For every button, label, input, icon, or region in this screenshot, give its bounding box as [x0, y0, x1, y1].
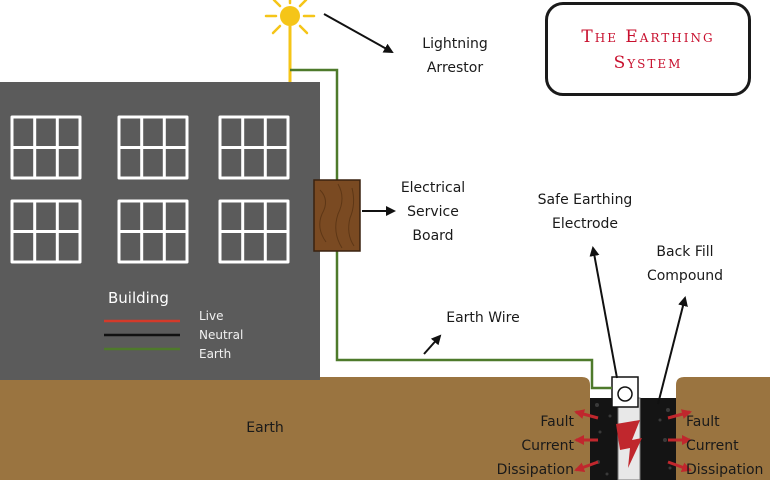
legend-label-neutral: Neutral: [199, 328, 244, 342]
arrow-lightning-arrestor: [323, 13, 394, 53]
label-fault-current-right: Fault Current Dissipation: [686, 414, 764, 478]
window: [117, 199, 189, 264]
earth-wire: [290, 68, 612, 390]
fault-current-arrows-right: [667, 409, 692, 472]
lightning-arrestor-head: [280, 6, 300, 26]
label-fault-current-left: Fault Current Dissipation: [496, 414, 574, 478]
building-windows: [10, 115, 290, 264]
electrode-head: [611, 376, 639, 408]
label-lightning-arrestor: Lightning Arrestor: [422, 36, 488, 76]
electrode-bolt-icon: [616, 420, 642, 468]
sun-icon: [264, 0, 316, 35]
window: [218, 199, 290, 264]
backfill-texture: [595, 403, 672, 476]
window: [10, 199, 82, 264]
fault-current-arrows-left: [574, 409, 599, 472]
label-electrical-service-board: Electrical Service Board: [400, 180, 466, 244]
window: [218, 115, 290, 180]
label-back-fill-compound: Back Fill Compound: [646, 244, 724, 284]
electrode-clamp: [617, 386, 633, 402]
legend-label-live: Live: [199, 309, 224, 323]
building-title: Building: [108, 289, 169, 307]
label-earth: Earth: [246, 420, 284, 436]
arrow-safe-electrode: [589, 246, 618, 379]
title-line-1: The Earthing: [581, 27, 715, 47]
window: [10, 115, 82, 180]
title-line-2: System: [613, 53, 683, 73]
earth-ground: [0, 377, 590, 480]
earth-ground-right: [676, 377, 770, 480]
arrow-earth-wire: [423, 334, 442, 355]
window: [117, 115, 189, 180]
board-wood-grain: [319, 183, 355, 249]
arrow-back-fill: [657, 296, 688, 405]
title-box: The Earthing System: [545, 2, 751, 96]
label-safe-earthing-electrode: Safe Earthing Electrode: [537, 192, 633, 232]
legend-label-earth: Earth: [199, 347, 232, 361]
label-earth-wire: Earth Wire: [446, 310, 520, 326]
